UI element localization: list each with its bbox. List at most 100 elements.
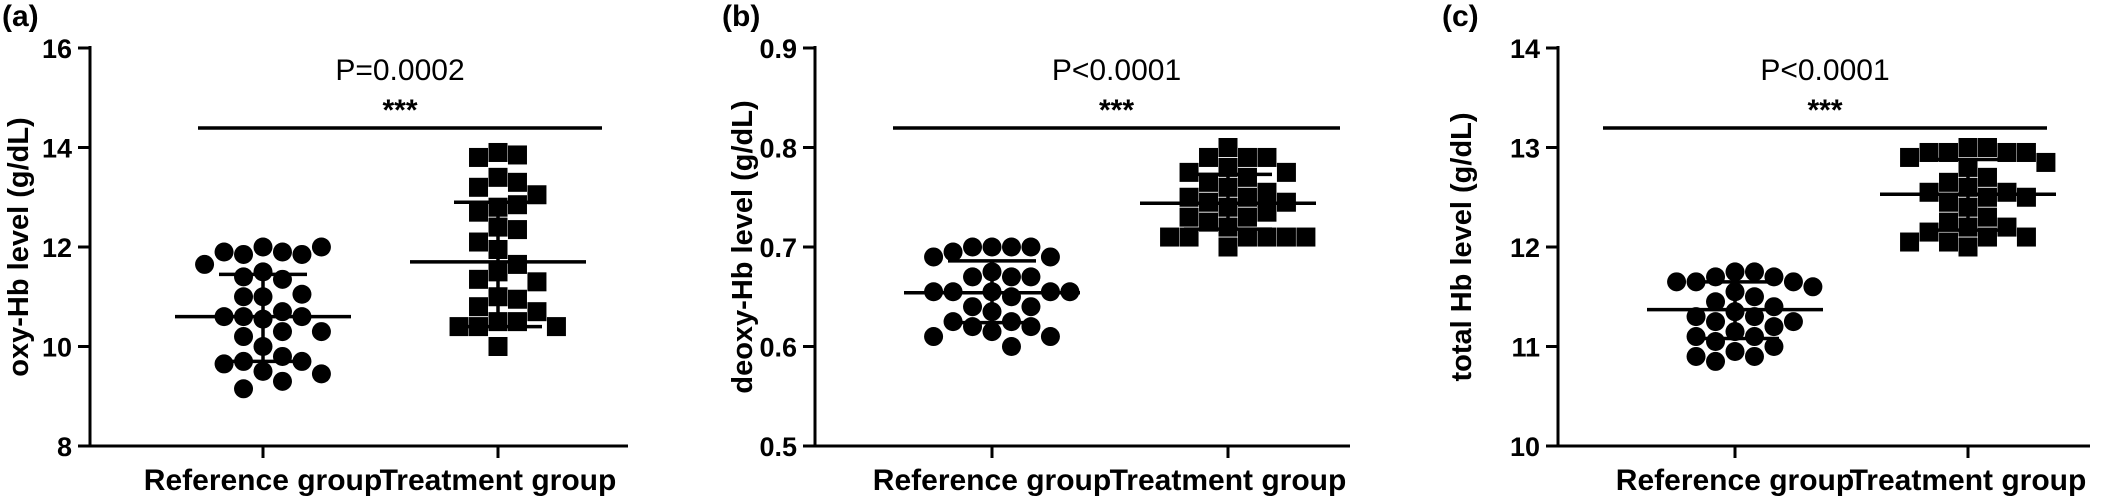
y-tick-label: 12 xyxy=(42,233,72,263)
y-tick-label: 0.6 xyxy=(759,333,797,363)
data-point-circle xyxy=(234,327,254,347)
data-point-square xyxy=(1977,227,1997,247)
data-point-square xyxy=(469,232,489,252)
data-point-square xyxy=(507,195,527,215)
panel-label: (a) xyxy=(2,0,39,33)
data-point-square xyxy=(1958,237,1978,257)
data-point-square xyxy=(507,220,527,240)
data-point-circle xyxy=(311,364,331,384)
x-category-label: Treatment group xyxy=(380,464,617,497)
y-tick-label: 11 xyxy=(1511,333,1540,363)
data-point-circle xyxy=(924,327,944,347)
data-point-circle xyxy=(1686,307,1706,327)
data-point-square xyxy=(1958,138,1978,157)
data-point-square xyxy=(1257,147,1277,167)
data-point-square xyxy=(1179,207,1199,227)
data-point-square xyxy=(1919,222,1939,242)
data-point-square xyxy=(1977,167,1997,187)
data-point-circle xyxy=(234,379,254,399)
data-point-circle xyxy=(924,247,944,267)
data-point-square xyxy=(1296,227,1316,247)
data-point-square xyxy=(469,202,489,222)
data-point-square xyxy=(1977,207,1997,227)
data-point-square xyxy=(507,289,527,309)
y-tick-label: 10 xyxy=(1510,432,1540,462)
data-point-square xyxy=(527,185,547,205)
data-point-square xyxy=(1939,192,1959,212)
data-point-circle xyxy=(982,237,1002,257)
data-point-circle xyxy=(272,242,292,262)
data-point-square xyxy=(1997,217,2017,237)
data-point-square xyxy=(1939,212,1959,232)
data-point-square xyxy=(1237,227,1257,247)
data-point-square xyxy=(507,254,527,274)
data-point-circle xyxy=(1040,247,1060,267)
x-category-label: Reference group xyxy=(1616,464,1854,497)
data-point-square xyxy=(1160,227,1180,247)
data-point-circle xyxy=(1744,287,1764,307)
data-point-circle xyxy=(1744,262,1764,282)
data-point-square xyxy=(1237,167,1257,187)
data-point-square xyxy=(1977,187,1997,207)
data-point-circle xyxy=(963,237,983,257)
data-point-circle xyxy=(982,322,1002,342)
data-point-circle xyxy=(1021,267,1041,287)
data-point-circle xyxy=(963,317,983,337)
data-point-square xyxy=(1199,147,1219,167)
data-point-circle xyxy=(311,237,331,257)
data-point-square xyxy=(469,269,489,289)
data-point-square xyxy=(1257,182,1277,202)
data-point-square xyxy=(469,297,489,317)
data-point-circle xyxy=(1001,337,1021,356)
data-point-square xyxy=(1276,162,1296,182)
data-point-square xyxy=(1977,138,1997,157)
data-point-square xyxy=(1257,202,1277,222)
data-point-circle xyxy=(1764,317,1784,337)
data-point-square xyxy=(2016,142,2036,162)
data-point-circle xyxy=(1744,307,1764,327)
data-point-circle xyxy=(272,322,292,342)
data-point-square xyxy=(469,177,489,197)
data-point-circle xyxy=(234,244,254,264)
data-point-square xyxy=(1218,138,1238,157)
data-point-square xyxy=(2016,187,2036,207)
data-point-circle xyxy=(272,371,292,391)
data-point-square xyxy=(1237,147,1257,167)
p-value-label: P<0.0001 xyxy=(1052,54,1181,87)
y-tick-label: 13 xyxy=(1510,134,1540,164)
data-point-square xyxy=(1997,142,2017,162)
data-point-circle xyxy=(1001,237,1021,257)
data-point-circle xyxy=(1001,287,1021,307)
data-point-circle xyxy=(1040,327,1060,347)
data-point-square xyxy=(1237,207,1257,227)
data-point-circle xyxy=(1706,332,1726,352)
x-category-label: Treatment group xyxy=(1110,464,1347,497)
data-point-circle xyxy=(1021,237,1041,257)
data-point-square xyxy=(1919,142,1939,162)
data-point-circle xyxy=(943,242,963,262)
data-point-square xyxy=(527,302,547,322)
significance-stars: *** xyxy=(382,94,417,127)
data-point-circle xyxy=(1686,327,1706,347)
data-point-circle xyxy=(963,297,983,317)
data-point-circle xyxy=(195,254,215,274)
data-point-square xyxy=(527,272,547,292)
data-point-circle xyxy=(1725,262,1745,282)
data-point-circle xyxy=(234,287,254,307)
data-point-circle xyxy=(253,262,273,282)
data-point-square xyxy=(1179,227,1199,247)
x-category-label: Reference group xyxy=(873,464,1111,497)
data-point-circle xyxy=(253,237,273,257)
y-tick-label: 14 xyxy=(1510,34,1540,64)
significance-stars: *** xyxy=(1099,94,1134,127)
data-point-square xyxy=(1218,237,1238,257)
data-point-circle xyxy=(1803,277,1823,297)
data-point-square xyxy=(2036,152,2056,172)
data-point-square xyxy=(1199,172,1219,192)
y-tick-label: 12 xyxy=(1510,233,1540,263)
data-point-circle xyxy=(214,242,234,262)
data-point-square xyxy=(1919,182,1939,202)
